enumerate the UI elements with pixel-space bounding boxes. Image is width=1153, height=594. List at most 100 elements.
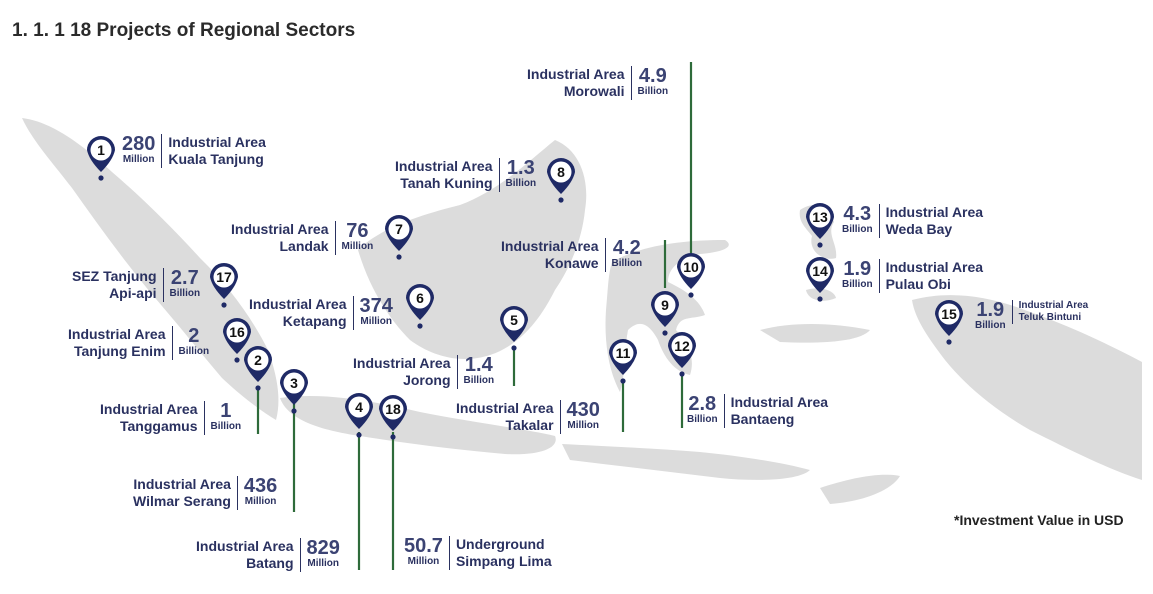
pin-face xyxy=(388,218,410,240)
location-dot xyxy=(662,330,668,336)
project-name-line1: Industrial Area xyxy=(885,259,984,275)
project-name-line1: Industrial Area xyxy=(68,326,166,342)
investment-unit: Billion xyxy=(975,320,1006,331)
pin-face xyxy=(612,342,634,364)
investment-unit: Billion xyxy=(210,421,242,432)
map-pin-12[interactable]: 12 xyxy=(668,332,696,377)
map-pin-8[interactable]: 8 xyxy=(547,158,575,203)
map-pin-4[interactable]: 4 xyxy=(345,393,373,438)
pin-number: 3 xyxy=(290,375,298,391)
map-pin-17[interactable]: 17 xyxy=(209,262,238,308)
pin-number: 12 xyxy=(674,338,690,354)
map-pin-7[interactable]: 7 xyxy=(385,215,413,260)
island-sumatra xyxy=(22,118,279,420)
investment-unit: Million xyxy=(360,316,393,327)
map-pin-9[interactable]: 9 xyxy=(651,291,679,336)
investment-amount: 1.4 xyxy=(464,354,493,376)
investment-unit: Million xyxy=(244,496,277,507)
leader-lines xyxy=(256,62,693,570)
map-pin-2[interactable]: 2 xyxy=(244,346,272,391)
map-pin-6[interactable]: 6 xyxy=(406,284,434,329)
location-dot xyxy=(620,378,626,384)
pin-number: 1 xyxy=(97,142,105,158)
pin-number: 9 xyxy=(661,297,669,313)
investment-unit: Billion xyxy=(687,414,718,425)
pin-number: 16 xyxy=(229,324,245,340)
location-dot xyxy=(356,432,362,438)
location-dot xyxy=(221,302,227,308)
investment-unit: Billion xyxy=(178,346,210,357)
pin-face xyxy=(503,309,525,331)
pin-face xyxy=(90,139,112,161)
pin-face xyxy=(671,335,693,357)
investment-amount: 1.3 xyxy=(506,157,535,179)
location-dot xyxy=(817,296,823,302)
pin-face xyxy=(348,396,370,418)
pin-number: 17 xyxy=(216,269,232,285)
location-dot xyxy=(291,408,297,414)
project-name-line1: SEZ Tanjung xyxy=(72,268,157,284)
map-pin-18[interactable]: 18 xyxy=(379,395,407,440)
investment-unit: Million xyxy=(341,241,374,252)
pin-face xyxy=(550,161,572,183)
map-pin-10[interactable]: 10 xyxy=(677,253,705,298)
map-pin-3[interactable]: 3 xyxy=(280,369,308,414)
project-name-line1: Underground xyxy=(455,536,545,552)
location-dot xyxy=(679,371,685,377)
map-pin-13[interactable]: 13 xyxy=(806,203,834,248)
map-pin-11[interactable]: 11 xyxy=(609,339,637,384)
landmass xyxy=(22,118,1142,504)
investment-unit: Billion xyxy=(611,258,643,269)
island-timor xyxy=(820,474,900,504)
investment-amount: 2.8 xyxy=(688,393,717,415)
project-name-line2: Teluk Bintuni xyxy=(1018,312,1082,323)
map-pin-5[interactable]: 5 xyxy=(500,306,528,351)
pin-number: 8 xyxy=(557,164,565,180)
project-name-line2: Pulau Obi xyxy=(885,276,951,292)
project-name-line2: Api-api xyxy=(109,285,157,301)
project-name-line2: Weda Bay xyxy=(885,221,953,237)
project-name-line1: Industrial Area xyxy=(231,221,329,237)
investment-amount: 4.9 xyxy=(638,65,667,87)
map-pin-16[interactable]: 16 xyxy=(223,318,251,363)
investment-amount: 76 xyxy=(346,220,369,242)
map-pin-14[interactable]: 14 xyxy=(806,257,834,302)
investment-unit: Million xyxy=(122,154,155,165)
location-dot xyxy=(396,254,402,260)
investment-unit: Billion xyxy=(169,288,201,299)
investment-unit: Billion xyxy=(463,375,495,386)
map-pin-1[interactable]: 1 xyxy=(87,136,115,181)
island-seram xyxy=(760,324,870,343)
project-name-line1: Industrial Area xyxy=(100,401,198,417)
project-name-line1: Industrial Area xyxy=(1018,300,1089,311)
investment-amount: 1.9 xyxy=(843,258,872,280)
map-pin-15[interactable]: 15 xyxy=(935,300,963,345)
project-name-line1: Industrial Area xyxy=(133,476,231,492)
